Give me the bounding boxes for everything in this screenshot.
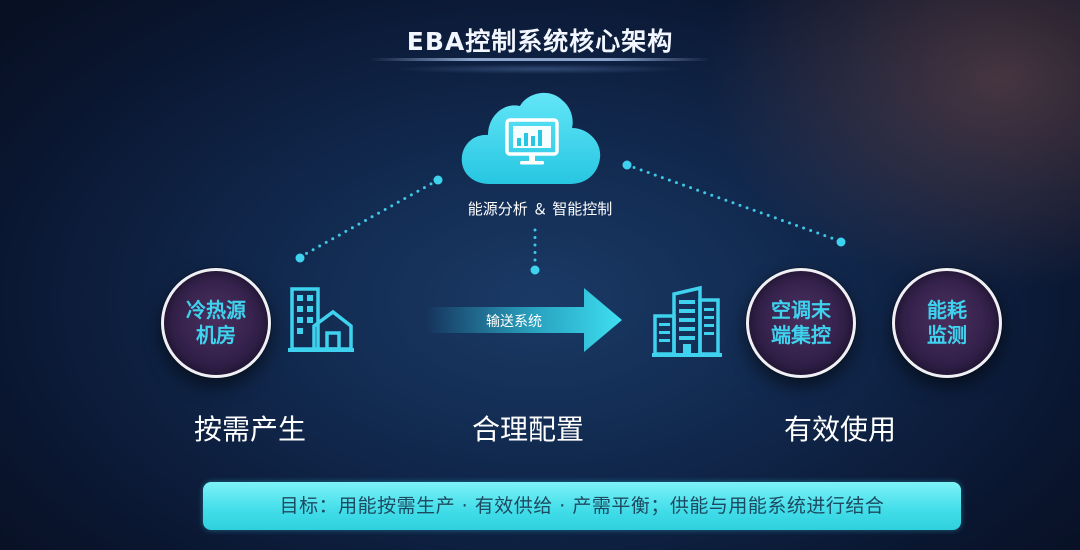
connector-dot	[433, 175, 443, 185]
stage-label-generate: 按需产生	[193, 413, 306, 446]
building-house-icon	[288, 287, 354, 352]
monitor-chart-icon	[505, 118, 559, 165]
cloud-icon	[461, 92, 601, 184]
title-block: EBA控制系统核心架构	[370, 18, 710, 74]
connector-dot	[530, 265, 540, 275]
connector-left	[298, 178, 440, 259]
node-label: 冷热源	[186, 298, 246, 322]
node-label: 能耗	[927, 298, 967, 322]
arrow-label: 输送系统	[486, 314, 542, 330]
connector-dot	[295, 253, 305, 263]
office-building-icon	[652, 285, 722, 357]
page-title: EBA控制系统核心架构	[406, 27, 674, 56]
goal-banner: 目标：用能按需生产 · 有效供给 · 产需平衡；供能与用能系统进行结合	[203, 482, 961, 530]
stage-label-use: 有效使用	[783, 413, 896, 446]
node-energy-monitor: 能耗监测	[892, 268, 1002, 378]
title-underline-glow	[390, 64, 690, 74]
connector-dot	[622, 160, 632, 170]
node-cold-heat-source: 冷热源机房	[161, 268, 271, 378]
arrow-right-icon	[426, 288, 622, 352]
stage-label-allocate: 合理配置	[471, 413, 584, 446]
node-ac-terminal: 空调末端集控	[746, 268, 856, 378]
cloud-caption: 能源分析 ＆ 智能控制	[467, 200, 613, 218]
node-label: 端集控	[771, 323, 831, 347]
node-label: 机房	[196, 323, 236, 347]
node-label: 空调末	[771, 298, 831, 322]
connector-right	[625, 163, 842, 243]
node-label: 监测	[927, 323, 967, 347]
title-underline	[370, 58, 710, 61]
connector-dot	[836, 237, 846, 247]
